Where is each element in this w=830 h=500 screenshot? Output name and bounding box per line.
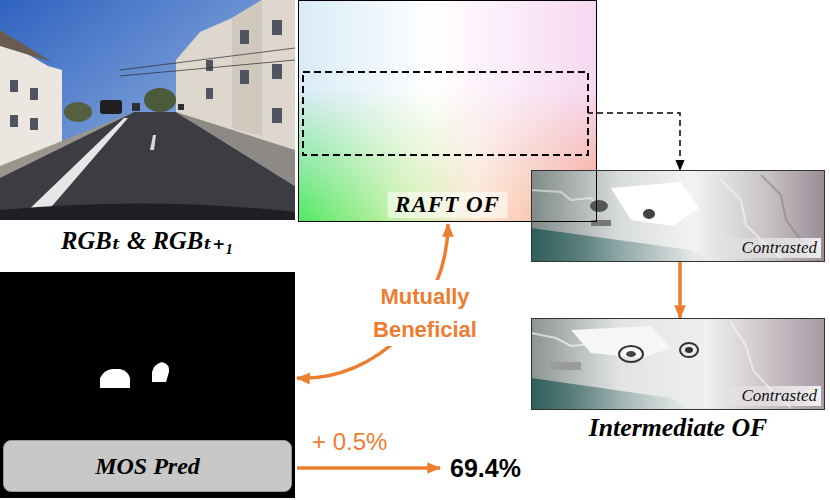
image-tag: Contrasted (719, 386, 821, 406)
street-photo (0, 0, 295, 220)
street-photo-part (30, 118, 38, 130)
dashed-lead (588, 112, 597, 114)
image-tag: Contrasted (719, 238, 821, 258)
intermediate-flow-image-part (531, 318, 825, 410)
image-caption: MOS Pred (3, 440, 292, 492)
score-label: 69.4% (450, 454, 521, 483)
street-photo-part (206, 88, 213, 99)
edge-label: Mutually Beneficial (346, 280, 504, 346)
contrasted-flow-image-part (531, 228, 711, 262)
contrasted-image: ContrastedIntermediate OF (531, 318, 825, 410)
street-photo-part (206, 60, 213, 71)
intermediate-flow-image-part (680, 343, 698, 357)
street-photo-part (232, 0, 262, 136)
contrasted-flow-image (531, 170, 825, 262)
mos-mask-image-part (100, 369, 130, 388)
mos-mask-image (0, 272, 295, 498)
image-label: RAFT OF (387, 192, 508, 218)
intermediate-flow-image-part (551, 362, 581, 370)
flow-arrow (678, 262, 682, 318)
intermediate-flow-image-part (571, 326, 671, 358)
contrasted-image: Contrasted (531, 170, 825, 262)
intermediate-flow-image-part (685, 347, 693, 353)
intermediate-flow-image (531, 318, 825, 410)
mos-mask-image-part (152, 362, 169, 382)
street-photo-part (240, 70, 249, 84)
street-photo-part (0, 30, 52, 62)
image-caption: RGBₜ & RGBₜ₊₁ (0, 226, 295, 255)
mos-mask-image-part (0, 272, 295, 498)
street-photo-part (178, 104, 184, 110)
intermediate-flow-image-part (531, 378, 691, 410)
gain-label: + 0.5% (312, 428, 387, 456)
street-photo-part (0, 0, 295, 220)
street-photo-part (272, 108, 282, 123)
street-photo-part (240, 30, 249, 44)
intermediate-flow-image-part (619, 346, 643, 362)
street-photo-part (0, 112, 134, 178)
street-photo-part (176, 112, 295, 186)
intermediate-flow-image-part (626, 351, 636, 357)
street-photo-part (272, 20, 282, 35)
contrasted-flow-image-part (643, 209, 655, 219)
street-photo-part (0, 203, 295, 220)
mask-image: MOS Pred (0, 272, 295, 498)
contrasted-flow-image-part (531, 170, 825, 262)
contrasted-flow-image-part (611, 182, 699, 226)
street-photo-part (64, 102, 92, 122)
street-photo-part (100, 100, 122, 114)
flow-image: RAFT OF (298, 0, 597, 222)
street-photo-part (272, 64, 282, 79)
street-photo-part (144, 88, 176, 112)
street-photo-part (132, 103, 140, 111)
image-caption: Intermediate OF (532, 413, 824, 443)
input-image: RGBₜ & RGBₜ₊₁ (0, 0, 295, 220)
street-photo-part (120, 60, 295, 76)
contrasted-flow-image-part (590, 200, 608, 212)
contrasted-flow-image-part (591, 220, 611, 226)
street-photo-part (10, 115, 18, 127)
street-photo-part (30, 88, 38, 100)
street-photo-part (150, 135, 156, 150)
flow-arrow (597, 113, 680, 170)
result-arrow (297, 466, 440, 470)
street-photo-part (0, 112, 295, 220)
optical-flow-image-part (303, 72, 588, 155)
street-photo-part (10, 80, 18, 92)
street-photo-part (120, 48, 295, 70)
